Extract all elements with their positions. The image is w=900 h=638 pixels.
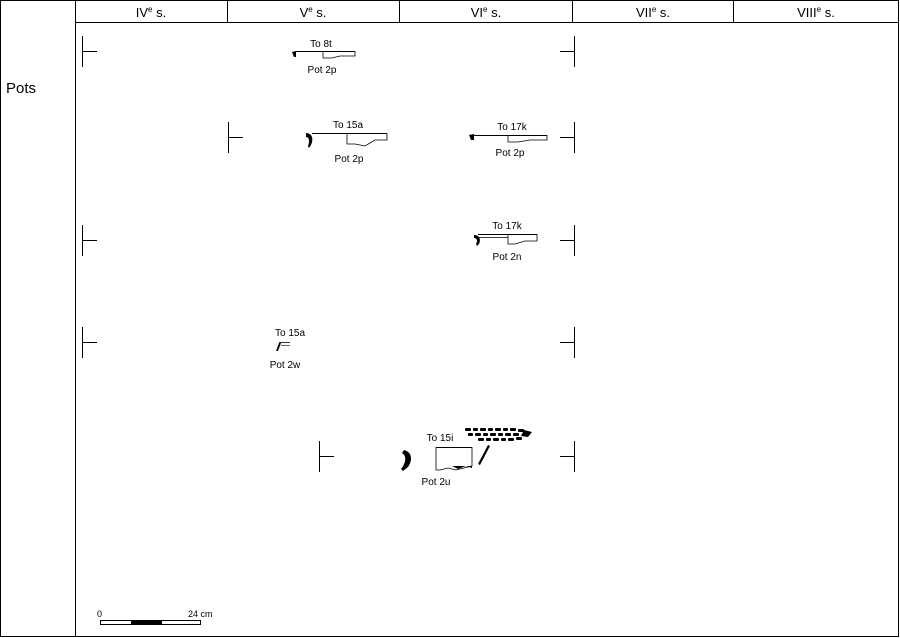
scale-bar <box>100 620 201 625</box>
row-label-pots: Pots <box>6 80 36 97</box>
sherd-type-label: To 17k <box>497 122 527 133</box>
column-header-7th-century: VIIe s. <box>636 5 670 20</box>
sherd-type-label: To 15i <box>427 433 454 444</box>
column-header-8th-century: VIIIe s. <box>797 5 835 20</box>
sherd-group-label: Pot 2w <box>270 360 301 371</box>
sherd-drawing <box>276 342 290 351</box>
range-bracket-start <box>228 122 243 153</box>
sherd-drawing <box>474 234 538 246</box>
sherd-type-label: To 15a <box>275 328 305 339</box>
sherd-type-label: To 8t <box>310 39 332 50</box>
range-bracket-end <box>560 122 575 153</box>
sherd-type-label: To 15a <box>333 120 363 131</box>
sherd-group-label: Pot 2n <box>493 252 522 263</box>
sherd-group-label: Pot 2p <box>308 65 337 76</box>
scale-end-label: 24 cm <box>188 609 213 619</box>
sherd-type-label: To 17k <box>492 221 522 232</box>
column-header-4th-century: IVe s. <box>136 5 166 20</box>
range-bracket-start <box>82 36 97 67</box>
range-bracket-start <box>82 225 97 256</box>
sherd-drawing <box>469 134 548 143</box>
column-header-5th-century: Ve s. <box>300 5 327 20</box>
sherd-group-label: Pot 2p <box>496 148 525 159</box>
column-header-6th-century: VIe s. <box>471 5 501 20</box>
scale-start-label: 0 <box>97 609 102 619</box>
sherd-drawing <box>401 428 532 471</box>
range-bracket-start <box>319 441 334 472</box>
range-bracket-end <box>560 441 575 472</box>
range-brackets <box>82 36 575 472</box>
sherd-drawing <box>306 133 388 148</box>
decoration-band <box>465 428 532 441</box>
sherd-group-label: Pot 2u <box>422 477 451 488</box>
sherd-drawing <box>292 51 356 59</box>
range-bracket-start <box>82 327 97 358</box>
sherd-group-label: Pot 2p <box>335 154 364 165</box>
range-bracket-end <box>560 327 575 358</box>
range-bracket-end <box>560 36 575 67</box>
range-bracket-end <box>560 225 575 256</box>
